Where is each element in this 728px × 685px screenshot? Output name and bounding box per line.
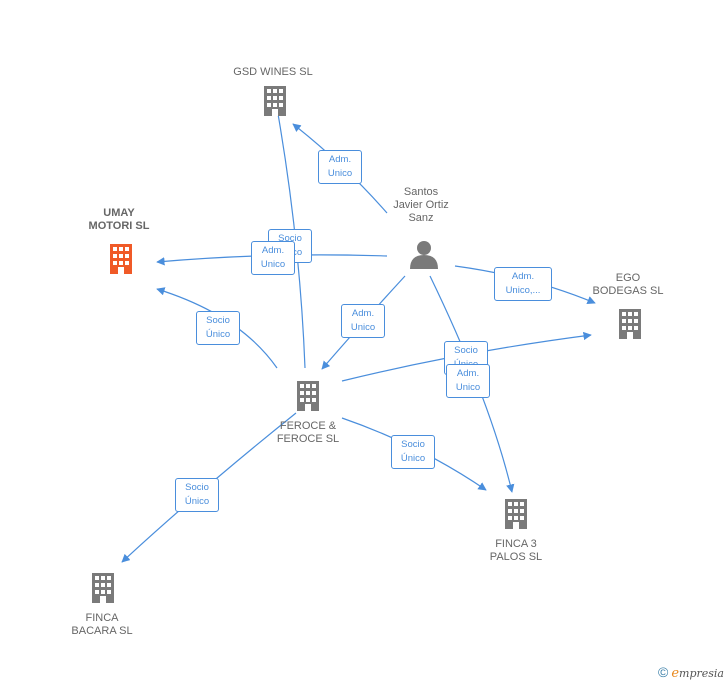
empresia-logo: © empresia [658,664,724,681]
node-label-umay-motori[interactable]: UMAY MOTORI SL [88,207,150,232]
node-label-finca-bacara[interactable]: FINCA BACARA SL [71,612,133,637]
node-label-finca3-palos[interactable]: FINCA 3 PALOS SL [489,538,543,563]
node-label-gsd-wines[interactable]: GSD WINES SL [233,66,313,78]
edge-label-feroce-finca3: Socio Único [391,435,435,469]
edge-label-feroce-umay: Socio Único [196,311,240,345]
node-label-santos[interactable]: Santos Javier Ortiz Sanz [393,186,449,224]
edge-label-santos-gsd: Adm. Unico [318,150,362,184]
building-icon-gsd[interactable] [264,86,286,116]
edge-label-santos-finca3: Adm. Unico [446,364,490,398]
brand-name: mpresia [679,667,724,680]
edge-label-feroce-bacara: Socio Único [175,478,219,512]
building-icon-feroce[interactable] [297,381,319,411]
building-icon-umay[interactable] [110,244,132,274]
building-icon-bacara[interactable] [92,573,114,603]
edge-label-santos-feroce: Adm. Unico [341,304,385,338]
brand-e: e [671,666,680,681]
node-label-ego-bodegas[interactable]: EGO BODEGAS SL [592,272,664,297]
edge-label-santos-umay: Adm. Unico [251,241,295,275]
person-icon-santos[interactable] [410,241,438,269]
building-icon-ego[interactable] [619,309,641,339]
building-icon-finca3[interactable] [505,499,527,529]
edge-label-santos-ego: Adm. Unico,... [494,267,552,301]
node-label-feroce[interactable]: FEROCE & FEROCE SL [276,420,340,445]
icons-layer [92,86,641,603]
copyright-symbol: © [657,664,669,680]
